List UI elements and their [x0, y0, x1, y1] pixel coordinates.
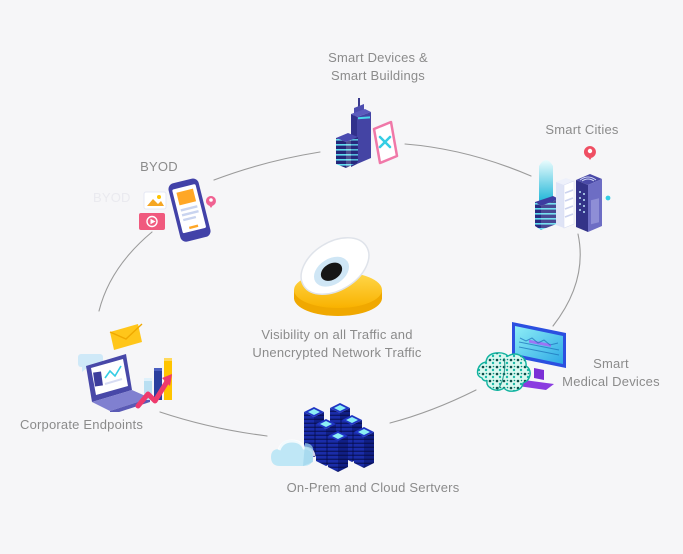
byod-phone-icon [139, 178, 216, 242]
white-building [556, 178, 575, 229]
server-towers [304, 403, 374, 472]
purple-building [576, 174, 611, 232]
smart-buildings-icon [336, 98, 399, 168]
laptop [86, 354, 150, 412]
smartphone [168, 178, 211, 242]
arc-devices-to-cities [404, 143, 532, 177]
label-smart-cities: Smart Cities [545, 122, 619, 137]
striped-building [336, 133, 358, 168]
brain-icon [476, 352, 531, 392]
cloud-icon [271, 439, 316, 466]
location-pin-icon [583, 146, 596, 160]
visibility-eye-icon [294, 236, 382, 316]
glass-tower [535, 160, 559, 230]
envelope-icon [109, 323, 143, 350]
arc-endpoints-to-byod [98, 231, 153, 312]
label-byod: BYOD [140, 159, 178, 174]
smart-tablet [372, 120, 399, 165]
eyeball [300, 236, 370, 296]
monitor [512, 322, 566, 390]
corporate-endpoints-icon [78, 323, 172, 412]
label-servers: On-Prem and Cloud Sertvers [286, 480, 460, 495]
label-smart-medical: Smart Medical Devices [562, 356, 660, 390]
label-corporate-endpoints: Corporate Endpoints [20, 417, 144, 432]
arc-servers-to-endpoints [159, 411, 268, 437]
servers-icon [271, 403, 374, 472]
arc-medical-to-servers [389, 389, 477, 424]
byod-ghost-label: BYOD [93, 190, 131, 205]
trend-arrow-icon [135, 374, 172, 409]
arc-byod-to-devices [213, 151, 321, 181]
arc-cities-to-medical [552, 233, 581, 327]
image-card [143, 191, 167, 210]
mini-pin-icon [205, 196, 216, 208]
video-card [139, 213, 165, 230]
label-smart-devices: Smart Devices & Smart Buildings [328, 50, 428, 84]
label-center: Visibility on all Traffic and Unencrypte… [252, 327, 422, 361]
signal-dot [605, 195, 611, 201]
medical-brain-monitor-icon [476, 322, 566, 392]
smart-cities-icon [535, 146, 611, 232]
